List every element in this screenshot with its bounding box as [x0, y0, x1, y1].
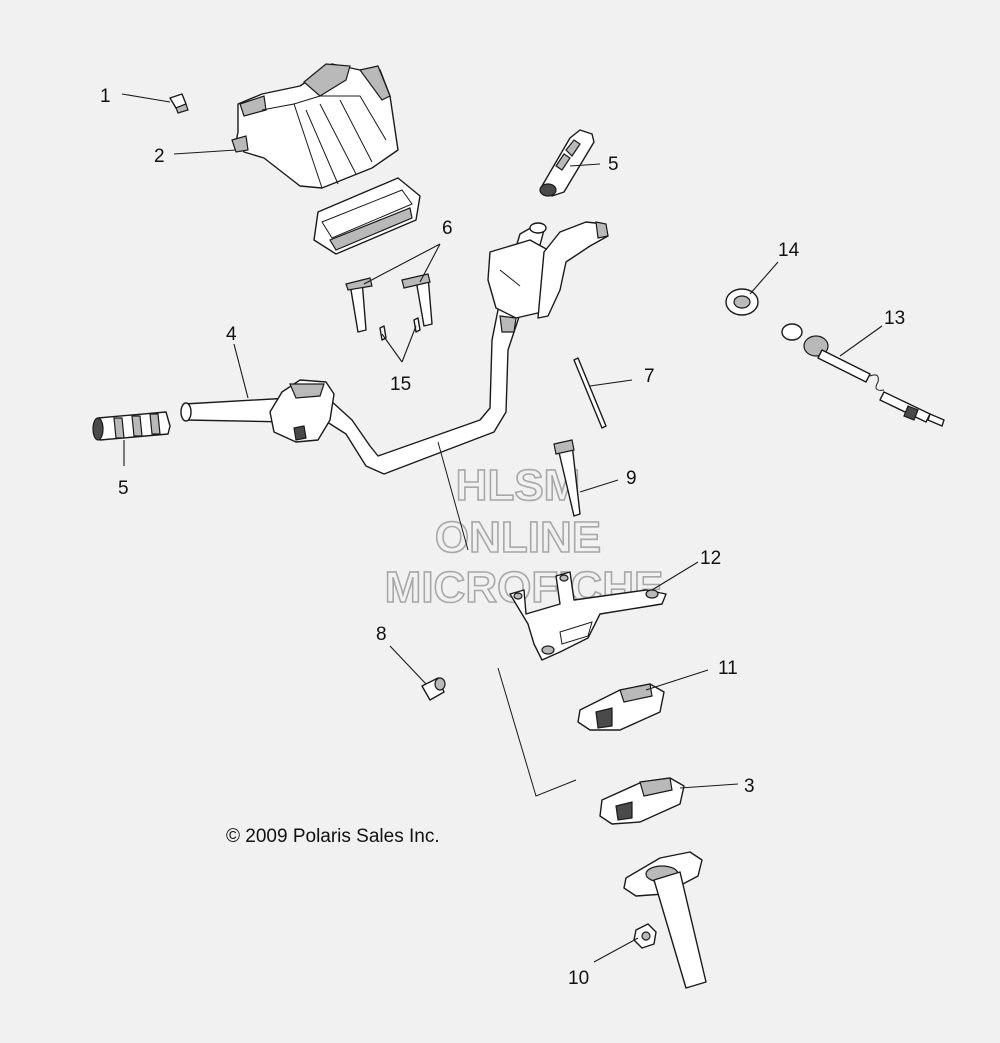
callout-8: 8	[376, 624, 387, 645]
part-4-left-switch-housing[interactable]	[269, 379, 335, 443]
part-13-choke-cable[interactable]	[781, 323, 945, 427]
part-12-bracket[interactable]	[509, 571, 667, 661]
part-2-headlight-pod[interactable]	[231, 63, 399, 189]
part-2-headlamp-unit[interactable]	[313, 177, 421, 255]
callout-1: 1	[100, 86, 111, 107]
callout-3: 3	[744, 776, 755, 797]
callout-6: 6	[442, 218, 453, 239]
callout-2: 2	[154, 146, 165, 167]
part-3-lower-clamp[interactable]	[599, 777, 685, 825]
part-6-bracket-left[interactable]	[345, 277, 373, 333]
copyright-text: © 2009 Polaris Sales Inc.	[226, 826, 440, 847]
part-15-pin-left[interactable]	[379, 325, 387, 341]
callout-10: 10	[568, 968, 589, 989]
callout-5-right: 5	[608, 154, 619, 175]
watermark-line2: ONLINE	[435, 513, 601, 562]
part-5-grip-left[interactable]	[92, 411, 171, 441]
assembly-lines	[437, 441, 577, 797]
callout-4: 4	[226, 324, 237, 345]
steering-post[interactable]	[623, 851, 707, 989]
part-9-bolt[interactable]	[553, 439, 581, 517]
leader-lines	[121, 93, 883, 963]
callouts: 1 2 5 6 4 15 7 9 14 13 5 12 8 11 3 10	[100, 86, 905, 989]
part-1-screw[interactable]	[169, 93, 189, 114]
part-6-bracket-right[interactable]	[401, 273, 433, 327]
part-11-upper-clamp[interactable]	[577, 683, 665, 731]
part-10-nut[interactable]	[633, 923, 657, 949]
callout-12: 12	[700, 548, 721, 569]
callout-11: 11	[718, 658, 738, 679]
callout-14: 14	[778, 240, 800, 261]
part-8-plug[interactable]	[421, 677, 446, 701]
callout-9: 9	[626, 468, 637, 489]
callout-7: 7	[644, 366, 655, 387]
part-4-throttle-lever[interactable]	[487, 221, 609, 333]
part-5-grip-right[interactable]	[539, 129, 595, 197]
callout-5-left: 5	[118, 478, 129, 499]
watermark-line1: HLSM	[456, 461, 581, 510]
part-14-nut[interactable]	[725, 288, 759, 316]
callout-15: 15	[390, 374, 411, 395]
callout-13: 13	[884, 308, 905, 329]
part-7-cable-tie[interactable]	[573, 357, 607, 429]
